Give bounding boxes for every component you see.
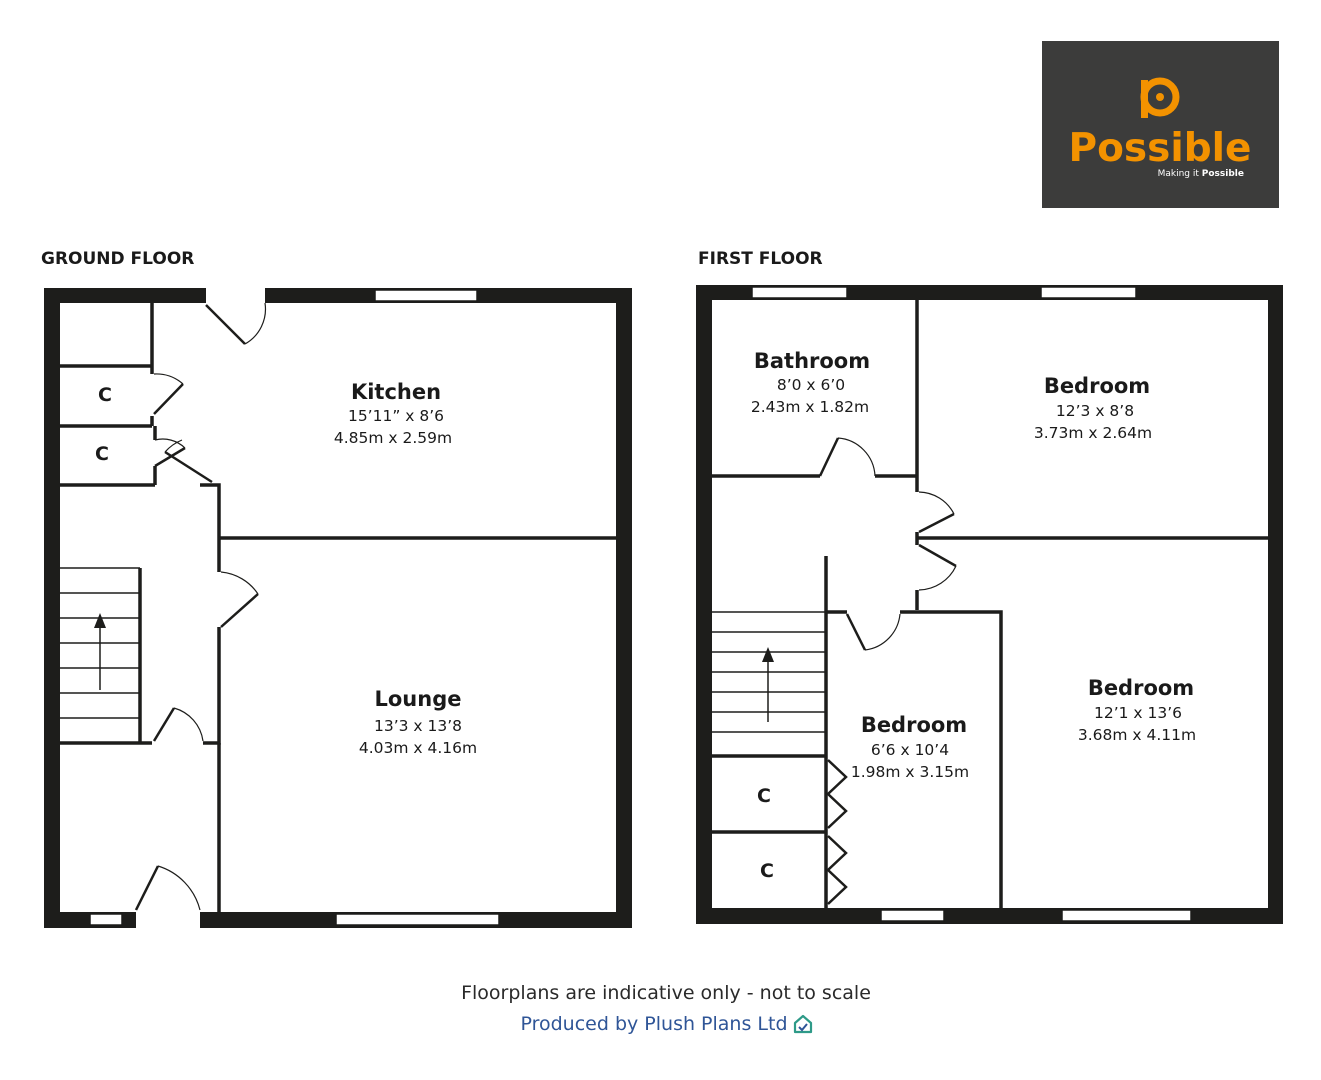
stair-up-arrow-icon	[762, 647, 774, 662]
first-cupboard-lower-label: C	[760, 860, 774, 882]
company-logo: Possible Making it Possible	[1042, 41, 1279, 208]
disclaimer-note: Floorplans are indicative only - not to …	[461, 982, 871, 1004]
bedroom-large-window	[1061, 909, 1192, 922]
bedroom-small-window	[880, 909, 945, 922]
front-door	[134, 865, 201, 911]
cupboard-door-upper	[153, 373, 184, 415]
bathroom-metric: 2.43m x 1.82m	[751, 398, 869, 416]
bedroom-front-imperial: 12’3 x 8’8	[1056, 402, 1134, 420]
bathroom-name: Bathroom	[754, 349, 870, 373]
ground-floor-title: GROUND FLOOR	[41, 249, 194, 269]
hall-door	[152, 707, 204, 742]
stair-up-arrow-icon	[94, 613, 106, 628]
cupboard-door-lower	[154, 438, 186, 468]
kitchen-imperial: 15’11” x 8’6	[348, 407, 444, 425]
lounge-window	[335, 913, 500, 926]
bedroom-large-imperial: 12’1 x 13’6	[1094, 704, 1182, 722]
bedroom-large-door	[918, 543, 957, 591]
first-floor-staircase	[712, 611, 826, 733]
lounge-name: Lounge	[375, 687, 462, 711]
bedroom-small-metric: 1.98m x 3.15m	[851, 763, 969, 781]
cupboard-bifold-door-lower	[826, 835, 848, 905]
ground-floor-plan: C C Kitchen 15’11” x 8’6 4.85m x 2.59m L…	[44, 288, 632, 928]
logo-background	[1042, 41, 1279, 208]
bedroom-small-door	[845, 613, 901, 651]
kitchen-name: Kitchen	[351, 380, 441, 404]
kitchen-hall-door	[164, 439, 213, 484]
bedroom-front-door	[918, 491, 955, 534]
ground-floor-staircase	[60, 567, 140, 719]
logo-p-icon	[1140, 77, 1180, 118]
first-floor-plan: C C Bathroom 8’0 x 6’0 2.43m x 1.82m Bed…	[696, 285, 1283, 924]
lounge-door	[220, 571, 259, 628]
house-icon	[793, 1014, 813, 1034]
logo-wordmark: Possible	[1069, 126, 1252, 171]
logo-tagline: Making it Possible	[1158, 169, 1244, 179]
ground-cupboard-lower-label: C	[95, 443, 109, 465]
bedroom-small-imperial: 6’6 x 10’4	[871, 741, 949, 759]
bedroom-front-metric: 3.73m x 2.64m	[1034, 424, 1152, 442]
cupboard-bifold-door-upper	[826, 759, 848, 829]
first-floor-title: FIRST FLOOR	[698, 249, 823, 269]
ground-floor-internal-walls	[60, 303, 616, 912]
kitchen-external-door	[205, 302, 267, 345]
bathroom-imperial: 8’0 x 6’0	[777, 376, 845, 394]
bathroom-door	[818, 437, 876, 477]
ground-floor-exterior-walls	[44, 288, 632, 928]
producer-credit: Produced by Plush Plans Ltd	[520, 1013, 787, 1035]
ground-cupboard-upper-label: C	[98, 384, 112, 406]
bathroom-window	[751, 286, 848, 299]
bedroom-large-name: Bedroom	[1088, 676, 1194, 700]
hall-window	[89, 913, 123, 926]
kitchen-metric: 4.85m x 2.59m	[334, 429, 452, 447]
first-cupboard-upper-label: C	[757, 785, 771, 807]
bedroom-front-name: Bedroom	[1044, 374, 1150, 398]
lounge-imperial: 13’3 x 13’8	[374, 717, 462, 735]
bedroom-small-name: Bedroom	[861, 713, 967, 737]
lounge-metric: 4.03m x 4.16m	[359, 739, 477, 757]
kitchen-window	[374, 289, 478, 302]
bedroom-large-metric: 3.68m x 4.11m	[1078, 726, 1196, 744]
bedroom-front-window	[1040, 286, 1137, 299]
